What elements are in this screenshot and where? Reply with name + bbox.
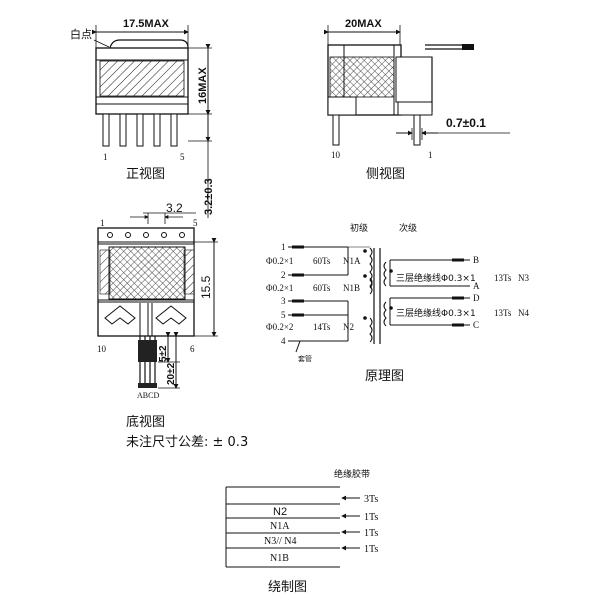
side-pin-1: 1 (428, 150, 433, 160)
bottom-pin-5: 5 (193, 218, 198, 228)
n1a-name: N1A (343, 256, 361, 266)
n2-turns: 14Ts (313, 322, 331, 332)
bottom-pin-10: 10 (97, 344, 107, 354)
side-pin-left (332, 114, 340, 146)
flying-leads (138, 336, 157, 388)
pin-pitch-label: 3.2 (166, 201, 183, 215)
schematic-caption: 原理图 (365, 369, 404, 384)
bottom-pin-1: 1 (100, 218, 105, 228)
layer-n1a: N1A (270, 521, 290, 532)
bottom-view-caption: 底视图 (126, 414, 165, 430)
layer-n1b: N1B (270, 553, 289, 564)
sch-pin-d: D (473, 293, 480, 303)
tape-turns-2: 1Ts (364, 512, 378, 523)
front-view-caption: 正视图 (126, 167, 165, 182)
primary-label: 初级 (350, 222, 368, 234)
n1a-spec: Φ0.2×1 (266, 256, 293, 266)
side-view-caption: 侧视图 (366, 167, 405, 182)
side-core-leg (395, 56, 433, 103)
winding-diagram: 绝缘胶带 N2 N1A N3// N4 N1B 3Ts 1Ts 1Ts 1Ts … (225, 468, 378, 595)
n2-name: N2 (343, 322, 354, 332)
tape-turns-4: 1Ts (364, 544, 378, 555)
n4-name: N4 (518, 308, 529, 318)
side-lead-tip (462, 44, 474, 50)
secondary-label: 次级 (399, 222, 417, 234)
primary-winding-leads (288, 245, 349, 353)
standoff-label: 3.2±0.3 (203, 178, 215, 215)
n1b-name: N1B (343, 283, 360, 293)
tolerance-note: 未注尺寸公差: ± 0.3 (126, 435, 248, 450)
n4-spec: 三层绝缘线Φ0.3×1 (396, 307, 476, 319)
sch-pin-1: 1 (281, 242, 286, 252)
lead-length-2: 20±2 (166, 362, 177, 385)
front-view: 17.5MAX 白点 1 5 16MAX 3.2±0.3 正视图 (70, 18, 215, 218)
layer-n3-n4: N3// N4 (264, 536, 297, 547)
front-pin-1: 1 (103, 152, 108, 162)
side-winding-hatch (329, 56, 395, 98)
front-pins (102, 113, 178, 147)
sch-pin-a: A (473, 281, 480, 291)
sch-pin-2: 2 (281, 270, 286, 280)
side-pin-10: 10 (331, 150, 341, 160)
row-spacing-label: 15.5 (199, 275, 213, 299)
pin-thickness-label: 0.7±0.1 (446, 116, 486, 130)
side-width-label: 20MAX (345, 18, 382, 30)
n1b-turns: 60Ts (313, 283, 331, 293)
front-pin-5: 5 (180, 152, 185, 162)
white-dot-label: 白点 (70, 27, 92, 41)
layer-n2: N2 (273, 506, 287, 518)
tape-label: 绝缘胶带 (334, 468, 370, 480)
bottom-view: 1 5 3.2 10 6 15.5 (97, 201, 248, 450)
lead-labels: ABCD (137, 391, 159, 400)
n1a-turns: 60Ts (313, 256, 331, 266)
sleeve-label: 套管 (298, 354, 312, 363)
side-pin-right (413, 114, 421, 146)
front-height-label: 16MAX (197, 67, 209, 104)
schematic: 初级 次级 1 2 3 5 4 套管 Φ0.2×1 60Ts (266, 222, 529, 384)
sch-pin-c: C (473, 320, 479, 330)
bottom-pin-6: 6 (190, 344, 195, 354)
n1b-spec: Φ0.2×1 (266, 283, 293, 293)
front-winding-hatch (99, 60, 185, 97)
tape-turns-3: 1Ts (364, 528, 378, 539)
front-top-clip (109, 39, 189, 49)
tape-turns-1: 3Ts (364, 494, 378, 505)
front-width-label: 17.5MAX (123, 18, 170, 30)
bottom-top-pins (107, 232, 185, 238)
sch-pin-4: 4 (281, 336, 286, 346)
n3-spec: 三层绝缘线Φ0.3×1 (396, 272, 476, 284)
lead-length-1: 5±2 (158, 345, 169, 362)
n2-spec: Φ0.2×2 (266, 322, 293, 332)
winding-caption: 绕制图 (268, 580, 307, 595)
sch-pin-b: B (473, 255, 479, 265)
sch-pin-5: 5 (281, 310, 286, 320)
sch-pin-3: 3 (281, 296, 286, 306)
n4-turns: 13Ts (494, 308, 512, 318)
bottom-core-hatch (108, 246, 186, 300)
n3-name: N3 (518, 273, 529, 283)
n3-turns: 13Ts (494, 273, 512, 283)
side-view: 20MAX 10 1 0.7±0.1 侧视图 (323, 18, 510, 182)
